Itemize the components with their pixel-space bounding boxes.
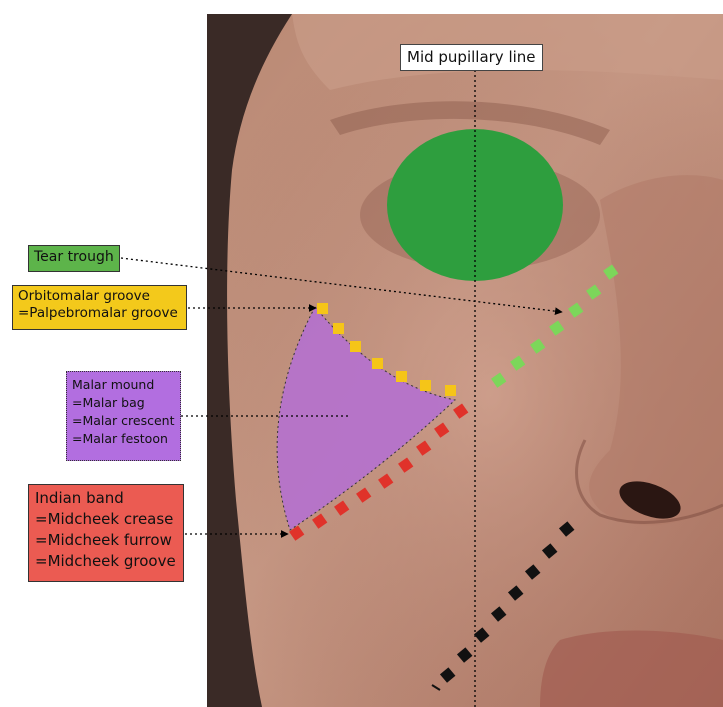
orbitomalar-term: Orbitomalar groove (18, 288, 150, 304)
malar-mound-label: Malar mound =Malar bag =Malar crescent =… (66, 371, 181, 461)
malar-mound-term: Malar mound (72, 377, 155, 392)
indian-band-term: Indian band (35, 489, 124, 507)
orbitomalar-synonym: =Palpebromalar groove (18, 304, 178, 321)
malar-mound-synonym: =Malar festoon (72, 431, 168, 447)
indian-band-synonym: =Midcheek crease (35, 510, 174, 528)
orbitomalar-groove-label: Orbitomalar groove =Palpebromalar groove (12, 285, 187, 330)
indian-band-line (289, 403, 469, 541)
malar-mound-synonym: =Malar bag (72, 395, 145, 411)
indian-band-synonym: =Midcheek groove (35, 552, 176, 570)
malar-mound-synonym: =Malar crescent (72, 413, 175, 429)
mid-pupillary-label: Mid pupillary line (400, 44, 543, 71)
orbitomalar-groove-line (317, 303, 456, 396)
indian-band-synonym: =Midcheek furrow (35, 531, 172, 549)
nasolabial-line (431, 521, 575, 691)
tear-trough-line (491, 264, 619, 388)
malar-mound-region (276, 306, 457, 531)
indian-band-label: Indian band =Midcheek crease =Midcheek f… (28, 484, 184, 582)
tear-trough-label: Tear trough (28, 245, 120, 272)
tear-trough-leader (120, 257, 563, 316)
face-photo (207, 14, 723, 707)
